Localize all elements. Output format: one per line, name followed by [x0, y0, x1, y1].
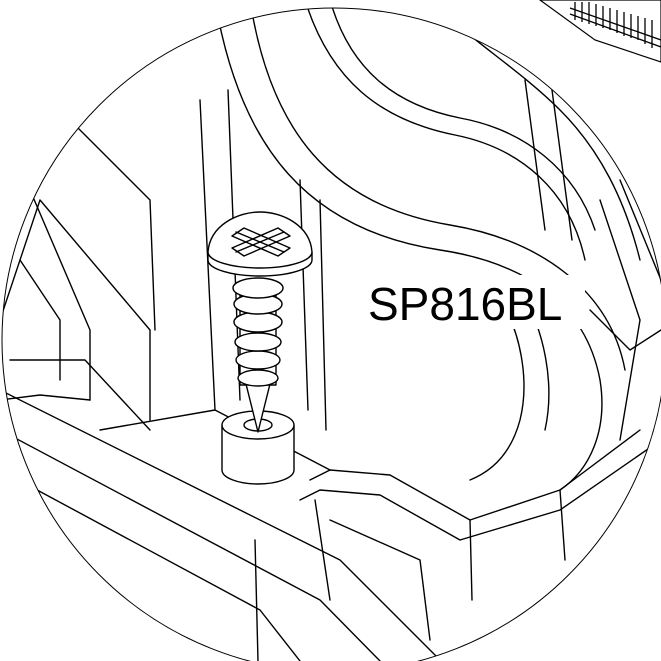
screw	[207, 211, 313, 433]
corner-fragment	[538, 0, 661, 63]
part-label: SP816BL	[368, 278, 562, 330]
detail-circle-outline	[1, 7, 661, 661]
